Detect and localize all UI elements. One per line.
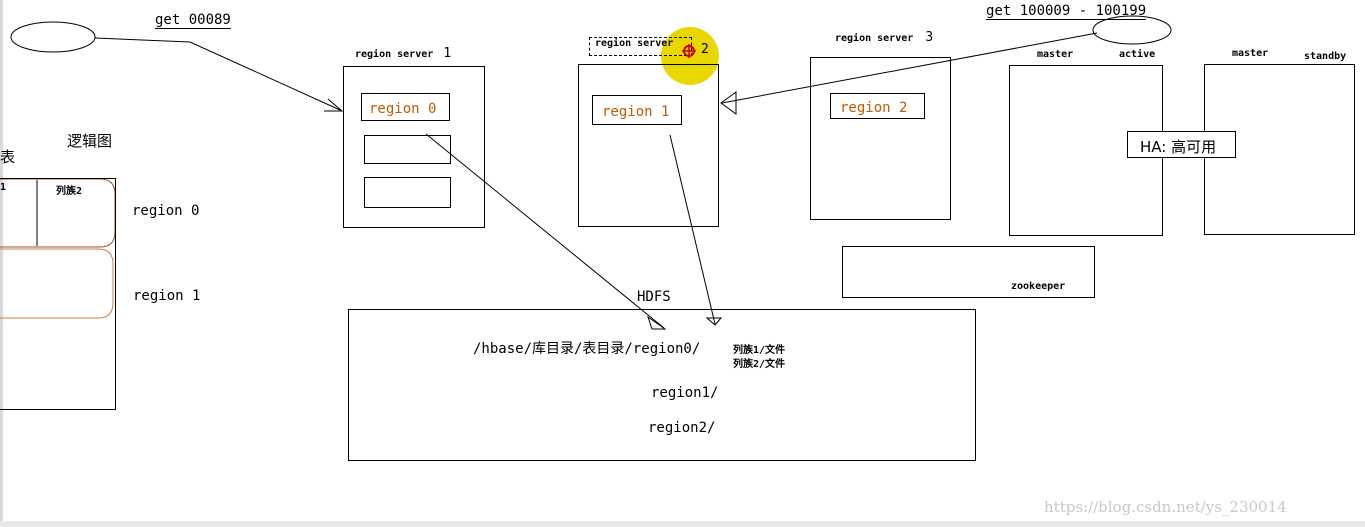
region-server-1-box (343, 66, 485, 228)
rs2-region1-box (592, 95, 682, 125)
rs2-number: 2 (701, 42, 709, 57)
logical-table-box (0, 178, 116, 410)
client-right-label: get 100009 - 100199 (986, 3, 1147, 20)
logical-cf2-label: 列族2 (56, 186, 83, 197)
arrowhead-rs2 (720, 91, 737, 115)
rs3-title-text: region server (835, 33, 914, 44)
hdfs-title: HDFS (637, 289, 671, 305)
master-active-status: active (1119, 49, 1156, 60)
rs1-title-text: region server (355, 49, 434, 60)
cursor-crosshair-icon (682, 43, 696, 58)
arrowhead-region0 (324, 98, 344, 112)
window-bottom-scrollbar[interactable] (0, 521, 1365, 527)
get-right-text: get 100009 - 100199 (986, 3, 1147, 20)
master-active-title: master (1037, 49, 1074, 60)
region-server-1-title: region server 1 (355, 46, 451, 61)
client-right-ellipse (1092, 15, 1172, 45)
arrow-client-to-region0 (94, 37, 341, 111)
client-left-ellipse (10, 21, 96, 53)
region-server-3-box (810, 57, 951, 220)
logical-cf1-fragment: 1 (0, 182, 7, 193)
hdfs-region1-dir: region1/ (651, 385, 719, 401)
ha-label-box (1127, 131, 1236, 158)
master-standby-title: master (1232, 48, 1269, 59)
ha-label-text: HA: 高可用 (1140, 138, 1217, 156)
watermark-text: https://blog.csdn.net/ys_230014 (1044, 498, 1287, 516)
rs1-region0-box (361, 93, 450, 121)
rs2-region1-label: region 1 (602, 104, 670, 120)
hdfs-path-line: /hbase/库目录/表目录/region0/ (473, 341, 701, 357)
logical-region1-label: region 1 (133, 288, 201, 304)
region-server-3-title: region server 3 (835, 30, 933, 45)
get-left-text: get 00089 (155, 12, 231, 29)
rs1-number: 1 (443, 46, 452, 61)
logical-table-fragment: 表 (0, 148, 16, 166)
zookeeper-label: zookeeper (1011, 281, 1066, 292)
zookeeper-box (842, 246, 1095, 298)
rs1-region0-label: region 0 (369, 101, 437, 117)
client-left-label: get 00089 (155, 12, 231, 29)
rs2-title-text: region server (595, 38, 674, 49)
hdfs-cf2-file: 列族2/文件 (733, 359, 786, 370)
hdfs-region2-dir: region2/ (648, 420, 716, 436)
hdfs-box (348, 309, 976, 461)
master-standby-status: standby (1304, 51, 1347, 62)
logical-view-title: 逻辑图 (67, 132, 113, 150)
logical-region0-label: region 0 (132, 203, 200, 219)
region-server-2-box (578, 64, 719, 227)
rs3-region2-label: region 2 (840, 100, 908, 116)
hdfs-cf1-file: 列族1/文件 (733, 345, 786, 356)
rs1-store-box-1 (364, 135, 451, 164)
rs1-store-box-2 (364, 177, 451, 208)
rs3-region2-box (830, 93, 925, 119)
rs3-number: 3 (925, 30, 934, 45)
